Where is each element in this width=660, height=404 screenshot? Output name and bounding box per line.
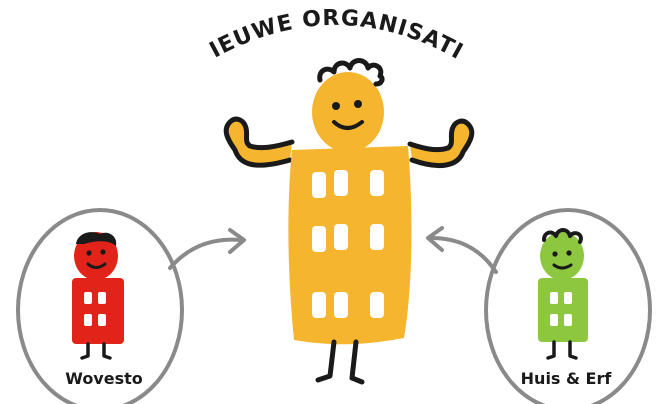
window: [98, 292, 106, 304]
huis-en-erf-body: [538, 278, 588, 342]
left-arm: [226, 119, 292, 165]
window: [370, 224, 384, 250]
window: [334, 292, 348, 318]
wovesto-body: [72, 278, 124, 344]
huis-en-erf-label: Huis & Erf: [521, 369, 613, 388]
huis-en-erf-head: [540, 232, 584, 280]
window: [550, 314, 558, 326]
wovesto-legs: [82, 344, 110, 358]
diagram-title: NIEUWE ORGANISATIE: [0, 0, 467, 65]
center-head: [312, 72, 384, 152]
window: [334, 170, 348, 196]
window: [334, 224, 348, 250]
center-left-eye: [332, 102, 340, 110]
diagram-title-text: NIEUWE ORGANISATIE: [0, 0, 467, 65]
right-arrow: [432, 238, 496, 272]
window: [564, 292, 572, 304]
window: [84, 314, 92, 326]
center-building-body: [288, 146, 411, 344]
window: [370, 170, 384, 196]
wovesto-left-eye: [86, 250, 91, 255]
huis-en-erf-right-eye: [566, 250, 571, 255]
wovesto-label: Wovesto: [65, 369, 143, 388]
window: [98, 314, 106, 326]
center-right-eye: [354, 100, 362, 108]
huis-en-erf-legs: [548, 342, 576, 358]
right-arm: [410, 121, 472, 165]
center-left-leg: [318, 342, 334, 380]
huis-en-erf-left-eye: [552, 251, 557, 256]
huis-en-erf-figure: [538, 230, 588, 358]
wovesto-figure: [72, 232, 124, 358]
window: [550, 292, 558, 304]
window: [564, 314, 572, 326]
window: [312, 226, 326, 252]
window: [84, 292, 92, 304]
center-right-leg: [352, 342, 362, 382]
wovesto-right-eye: [100, 249, 105, 254]
new-organisation-figure: [226, 61, 472, 383]
window: [312, 292, 326, 318]
window: [312, 172, 326, 198]
window: [370, 292, 384, 318]
